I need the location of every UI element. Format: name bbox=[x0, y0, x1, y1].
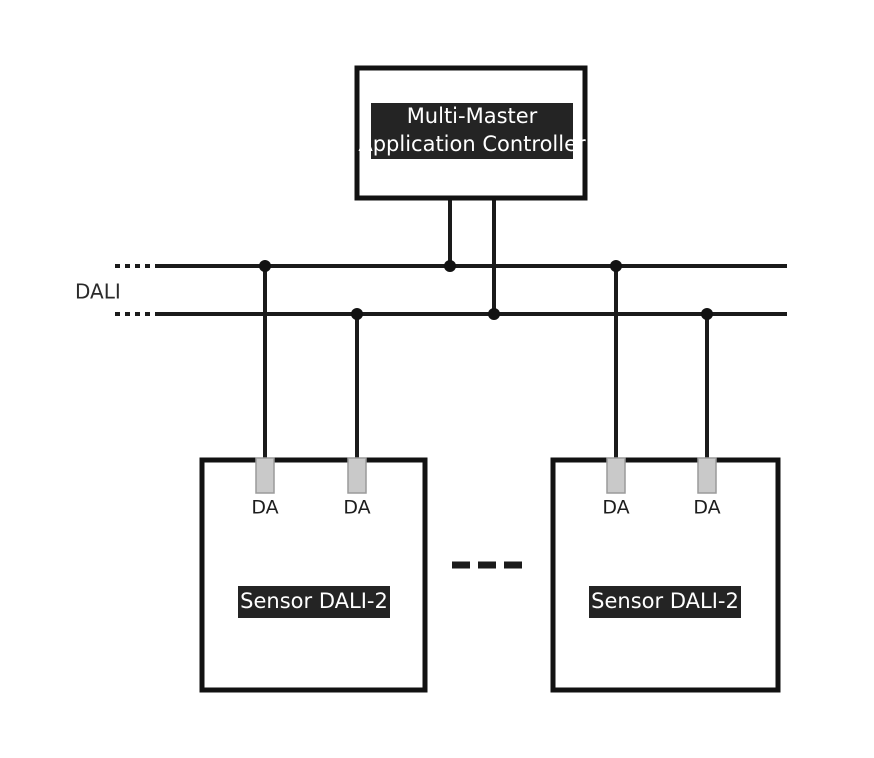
sensor-dali-2-left bbox=[199, 457, 428, 693]
sensor-dali-2-left-terminal-da-left bbox=[255, 457, 275, 494]
sensor-dali-2-right-terminal-da-left-junction-dot bbox=[610, 260, 622, 272]
junction-dots-group bbox=[259, 260, 713, 320]
sensor-dali-2-left-terminal-da-right bbox=[347, 457, 367, 494]
dali-bus-label: DALI bbox=[75, 280, 121, 304]
sensor-dali-2-right bbox=[550, 457, 781, 693]
controller-drop-lower-junction-dot bbox=[488, 308, 500, 320]
sensor-dali-2-left-terminal-da-right-junction-dot bbox=[351, 308, 363, 320]
dali-bus-group bbox=[115, 264, 787, 316]
controller-drop-upper-junction-dot bbox=[444, 260, 456, 272]
sensor-dali-2-left-label-band bbox=[238, 586, 390, 618]
sensor-dali-2-right-terminal-da-right-junction-dot bbox=[701, 308, 713, 320]
sensor-dali-2-right-label: Sensor DALI-2 bbox=[591, 589, 739, 613]
sensor-dali-2-right-terminal-da-right-label: DA bbox=[693, 497, 720, 519]
sensor-dali-2-left-terminal-da-left-label: DA bbox=[251, 497, 278, 519]
multi-master-application-controller-label-line-1: Application Controller bbox=[358, 132, 586, 156]
sensor-dali-2-right-terminal-da-left-label: DA bbox=[602, 497, 629, 519]
sensor-dali-2-right-terminal-da-right bbox=[697, 457, 717, 494]
sensor-dali-2-right-label-band bbox=[589, 586, 741, 618]
multi-master-application-controller-label-line-0: Multi-Master bbox=[407, 104, 538, 128]
drop-lines-group bbox=[263, 198, 709, 458]
multi-master-application-controller-label-band bbox=[371, 103, 573, 159]
device-boxes-group bbox=[199, 65, 781, 693]
sensor-dali-2-left-terminal-da-left-junction-dot bbox=[259, 260, 271, 272]
sensor-dali-2-right-terminal-da-left bbox=[606, 457, 626, 494]
sensor-dali-2-left-label: Sensor DALI-2 bbox=[240, 589, 388, 613]
terminals-group bbox=[255, 457, 717, 494]
sensor-dali-2-left-terminal-da-right-label: DA bbox=[343, 497, 370, 519]
